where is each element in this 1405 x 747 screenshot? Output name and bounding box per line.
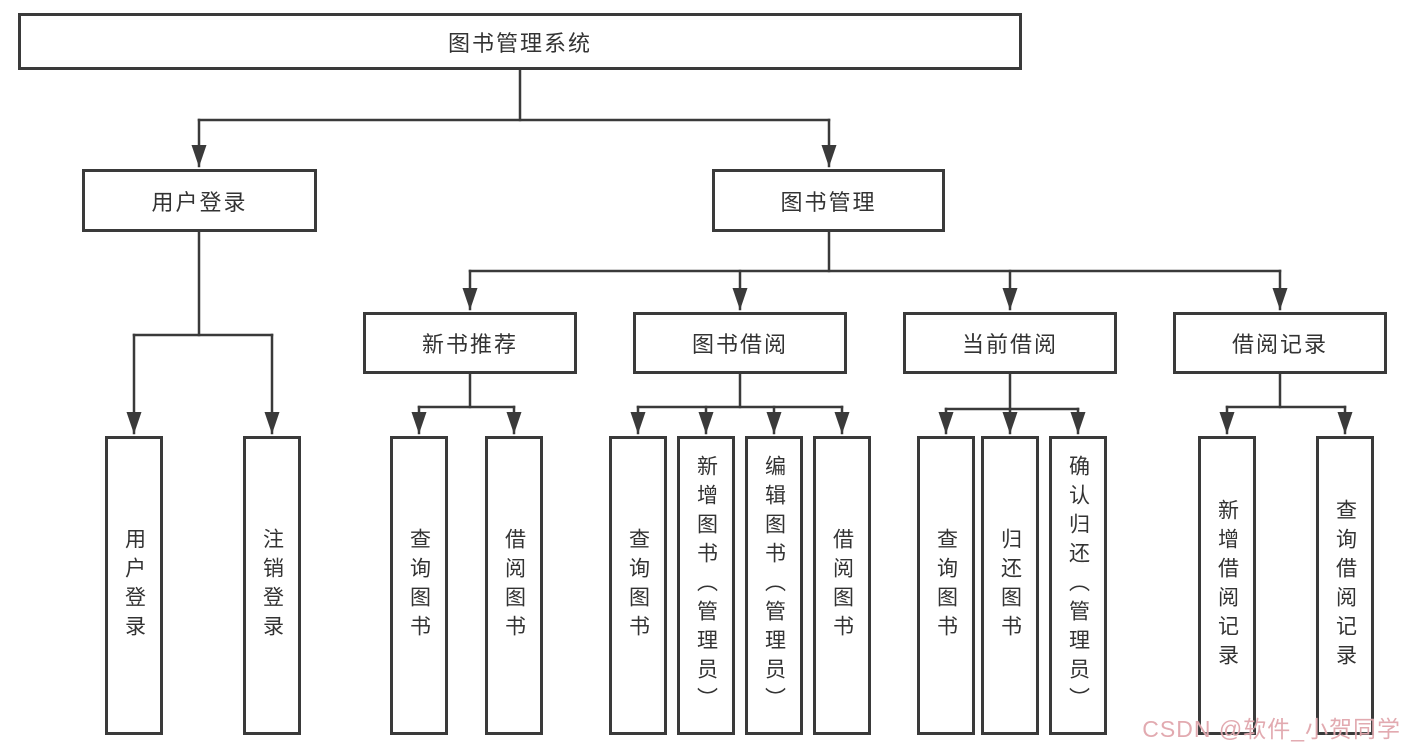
leaf-query-books-borrowing: 查询图书: [609, 436, 667, 735]
leaf-query-books-recommend: 查询图书: [390, 436, 448, 735]
node-label: 编辑图书（管理员）: [762, 455, 786, 716]
leaf-add-borrowing-record: 新增借阅记录: [1198, 436, 1256, 735]
node-book-management: 图书管理: [712, 169, 945, 232]
leaf-query-borrowing-record: 查询借阅记录: [1316, 436, 1374, 735]
node-borrowing-records: 借阅记录: [1173, 312, 1387, 374]
leaf-user-login: 用户登录: [105, 436, 163, 735]
node-current-borrowing: 当前借阅: [903, 312, 1117, 374]
node-label: 新增借阅记录: [1215, 498, 1239, 673]
node-label: 新增图书（管理员）: [694, 455, 718, 716]
node-label: 查询图书: [407, 527, 431, 644]
node-label: 确认归还（管理员）: [1066, 455, 1090, 716]
node-label: 借阅记录: [1231, 332, 1328, 357]
node-label: 新书推荐: [421, 332, 518, 357]
node-label: 图书管理: [780, 189, 877, 215]
node-label: 查询图书: [934, 527, 958, 644]
node-label: 图书管理系统: [447, 30, 592, 56]
leaf-add-books-admin: 新增图书（管理员）: [677, 436, 735, 735]
node-new-book-recommendation: 新书推荐: [363, 312, 577, 374]
leaf-return-books: 归还图书: [981, 436, 1039, 735]
leaf-edit-books-admin: 编辑图书（管理员）: [745, 436, 803, 735]
node-label: 注销登录: [260, 527, 284, 644]
node-label: 当前借阅: [961, 332, 1058, 357]
node-label: 图书借阅: [691, 332, 788, 357]
leaf-borrow-books: 借阅图书: [813, 436, 871, 735]
leaf-borrow-books-recommend: 借阅图书: [485, 436, 543, 735]
node-label: 借阅图书: [830, 527, 854, 644]
node-root: 图书管理系统: [18, 13, 1022, 70]
leaf-confirm-return-admin: 确认归还（管理员）: [1049, 436, 1107, 735]
node-label: 查询图书: [626, 527, 650, 644]
csdn-watermark: CSDN @软件_小贺同学: [1142, 716, 1401, 742]
node-book-borrowing: 图书借阅: [633, 312, 847, 374]
node-label: 用户登录: [122, 527, 146, 644]
node-label: 借阅图书: [502, 527, 526, 644]
leaf-query-books-current: 查询图书: [917, 436, 975, 735]
node-label: 查询借阅记录: [1333, 498, 1357, 673]
node-user-login: 用户登录: [82, 169, 317, 232]
node-label: 归还图书: [998, 527, 1022, 644]
leaf-logout: 注销登录: [243, 436, 301, 735]
node-label: 用户登录: [151, 189, 248, 215]
